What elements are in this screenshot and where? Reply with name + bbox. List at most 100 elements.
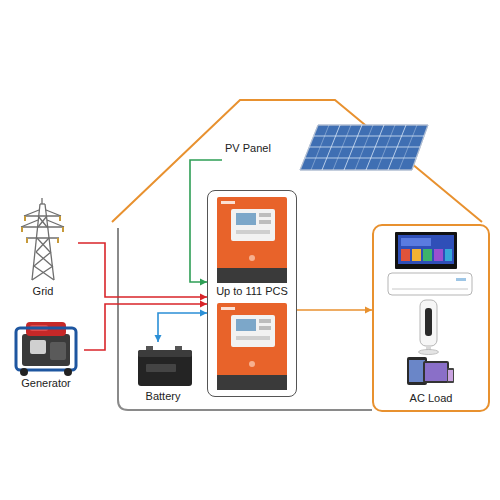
tv-icon-part — [401, 249, 410, 261]
inverter-unit-part — [259, 213, 271, 217]
inverter-unit-part — [231, 315, 275, 347]
generator-icon-part — [22, 334, 70, 366]
generator-icon-part — [64, 368, 72, 376]
tablet-icon-part — [447, 368, 454, 383]
connector-line — [190, 160, 222, 282]
pv-panel-node: PV Panel — [222, 122, 430, 174]
grid-tower-part — [24, 215, 61, 216]
connector-line — [84, 304, 207, 350]
air-conditioner-icon — [388, 273, 472, 295]
grid-tower-part — [34, 252, 51, 266]
battery-icon-part — [146, 364, 176, 372]
pv-panel-array-part-part — [388, 125, 406, 170]
battery-icon-part — [138, 350, 192, 357]
power-connector — [84, 301, 207, 351]
air-conditioner-icon-part — [392, 289, 468, 290]
inverter-unit-part — [231, 209, 275, 241]
arrow-head — [155, 335, 162, 342]
tablet-icon-part — [448, 370, 453, 381]
node-label: Generator — [8, 376, 84, 390]
grid-tower-part — [32, 266, 53, 280]
grid-tower-part — [59, 216, 61, 221]
grid-tower-part — [36, 252, 52, 266]
pv-panel-array-part — [300, 125, 428, 170]
generator-icon — [16, 322, 76, 376]
tv-icon-part — [401, 238, 431, 246]
tv-icon-part — [434, 249, 443, 261]
tv-icon-part — [395, 232, 457, 269]
grid-tower-part — [38, 216, 47, 227]
tablet-icon — [407, 357, 454, 385]
tower-fan-icon-part — [419, 350, 439, 355]
tv-icon-part — [412, 249, 421, 261]
arrow-head — [200, 279, 207, 286]
inverter-unit-part — [249, 361, 255, 367]
inverter-unit-part — [249, 255, 255, 261]
inverter-unit-part — [259, 326, 271, 330]
node-label: Up to 111 PCS — [208, 284, 296, 298]
connector-line — [78, 243, 207, 297]
battery-node: Battery — [128, 342, 198, 404]
house-roof — [112, 100, 482, 222]
battery-icon-part — [138, 350, 192, 386]
inverter-unit — [217, 303, 287, 390]
power-connector — [155, 310, 208, 343]
generator-icon-part — [50, 342, 66, 360]
grid-tower-part — [24, 210, 39, 216]
grid-tower-part — [41, 198, 42, 204]
arrow-head — [365, 307, 372, 314]
grid-tower — [21, 198, 64, 280]
grid-tower-part — [21, 220, 38, 227]
inverter-unit-part — [221, 307, 235, 310]
inverter-group-box: Up to 111 PCS — [207, 190, 297, 397]
inverter-unit-part — [217, 197, 287, 283]
pv-panel-array — [290, 125, 440, 170]
power-connector — [297, 307, 372, 314]
pv-panel-array-part-part — [311, 125, 329, 170]
inverter-unit — [217, 197, 287, 283]
battery-icon-part — [175, 346, 182, 350]
inverter-unit-part — [217, 375, 287, 390]
grid-tower-part — [36, 238, 49, 252]
generator-icon-part — [20, 368, 28, 376]
node-label: PV Panel — [225, 141, 271, 155]
air-conditioner-icon-part — [456, 278, 466, 281]
tower-fan-icon-part — [420, 300, 437, 346]
power-connector — [78, 243, 207, 301]
generator-icon-part — [16, 328, 76, 370]
pv-panel-array-part-part — [344, 125, 362, 170]
inverter-unit-part — [259, 319, 271, 323]
inverter-unit-part — [236, 213, 256, 225]
inverter-unit-part — [217, 303, 287, 390]
ac-load-box: AC Load — [372, 224, 490, 412]
tablet-icon-part — [409, 360, 425, 382]
grid-tower-part — [21, 227, 23, 232]
inverter-unit-part — [221, 201, 235, 204]
pv-panel-array-part-part — [333, 125, 351, 170]
pv-panel-array-part — [290, 125, 440, 170]
arrow-head — [200, 301, 207, 308]
pv-panel-array-part-part — [377, 125, 395, 170]
arrow-head — [200, 294, 207, 301]
grid-node: Grid — [8, 196, 78, 300]
pv-panel-array-part-part — [290, 158, 440, 159]
connector-line — [158, 313, 207, 342]
grid-tower-part — [57, 238, 59, 243]
pv-panel-array-part-part — [290, 136, 440, 137]
node-label: AC Load — [374, 391, 488, 405]
node-label: Battery — [128, 389, 198, 403]
grid-tower-part — [26, 238, 28, 243]
pv-panel-array-part-part — [322, 125, 340, 170]
battery-icon — [138, 346, 192, 386]
pv-panel-array-part-part — [366, 125, 384, 170]
tablet-icon-part — [425, 363, 447, 381]
pv-panel-array-part-part — [290, 147, 440, 148]
generator-icon-part — [30, 340, 46, 354]
inverter-unit-part — [259, 220, 271, 224]
tower-fan-icon-part — [425, 308, 432, 336]
tv-icon-part — [445, 249, 452, 261]
inverter-unit-part — [217, 268, 287, 283]
